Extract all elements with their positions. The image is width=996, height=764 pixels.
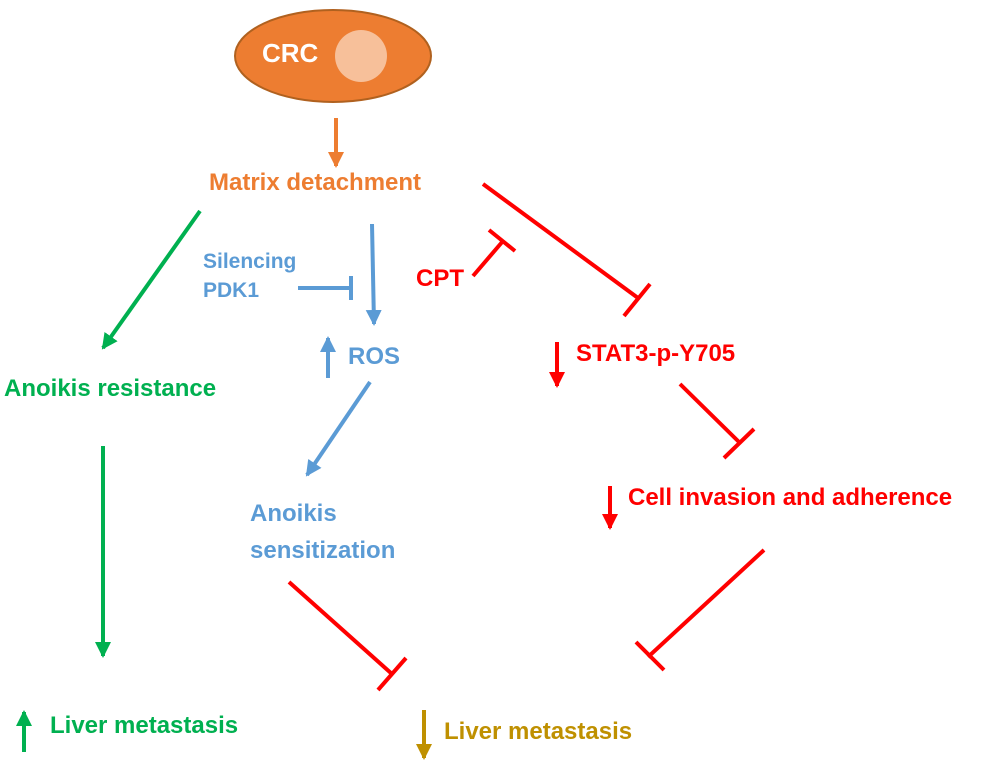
- matrix-detachment-node: Matrix detachment: [209, 169, 422, 196]
- edge-cpt-inhibits-matrix-detachment: [471, 228, 517, 278]
- anoikis-sensitization-line2: sensitization: [250, 537, 396, 564]
- crc-label: CRC: [262, 38, 319, 68]
- pdk1-label: PDK1: [203, 279, 260, 302]
- ros-node: ROS: [348, 343, 401, 370]
- cell-invasion-node: Cell invasion and adherence: [628, 484, 953, 511]
- liver-metastasis-left-node: Liver metastasis: [50, 712, 239, 739]
- edge-stat3-inhibits-cell-invasion: [678, 382, 756, 460]
- edge-cell-invasion-inhibits-liver-metastasis: [634, 548, 766, 672]
- edge-matrix-detachment-to-anoikis-resistance: [101, 209, 202, 350]
- stat3-node: STAT3-p-Y705: [576, 340, 736, 367]
- edge-matrix-detachment-to-ros: [365, 223, 382, 326]
- cell-nucleus: [335, 30, 387, 82]
- edge-anoikis-sensitization-inhibits-liver-metastasis: [287, 580, 408, 692]
- silencing-label: Silencing: [203, 250, 297, 273]
- edge-pdk1-inhibits-ros: [298, 276, 353, 300]
- edge-matrix-detachment-inhibits-stat3: [481, 182, 652, 318]
- edge-ros-to-anoikis-sensitization: [305, 380, 372, 477]
- crc-cell-icon: [234, 9, 432, 103]
- cpt-node: CPT: [416, 265, 464, 292]
- anoikis-sensitization-line1: Anoikis: [250, 500, 337, 527]
- anoikis-resistance-node: Anoikis resistance: [4, 375, 217, 402]
- liver-metastasis-right-node: Liver metastasis: [444, 718, 633, 745]
- cell-body: [234, 9, 432, 103]
